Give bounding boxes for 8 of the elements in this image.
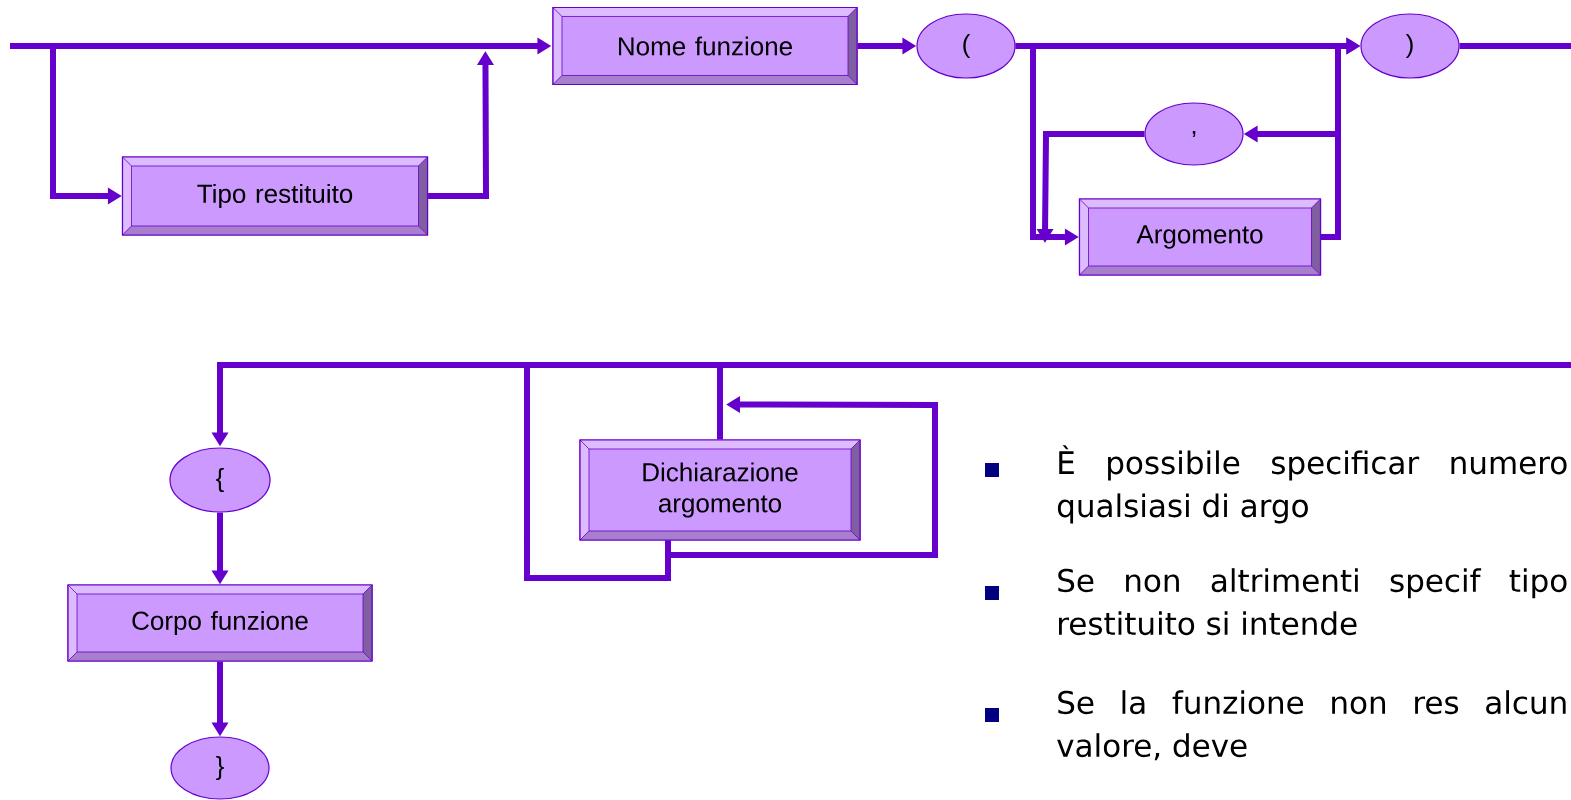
process-box: Corpo funzione	[67, 584, 373, 662]
bullet-text: È possibile specificar numero qualsiasi di argo	[1057, 445, 1567, 524]
process-box: Nome funzione	[552, 6, 858, 86]
process-box: Dichiarazione argomento	[579, 439, 861, 541]
bullet-text: Se non altrimenti specif tipo restituito si intende	[1058, 568, 1567, 636]
process-box: Tipo restituito	[121, 156, 429, 236]
bullet-text: Se la funzione non res alcun valore, deve	[1057, 690, 1566, 761]
process-box: Argomento	[1078, 198, 1322, 276]
